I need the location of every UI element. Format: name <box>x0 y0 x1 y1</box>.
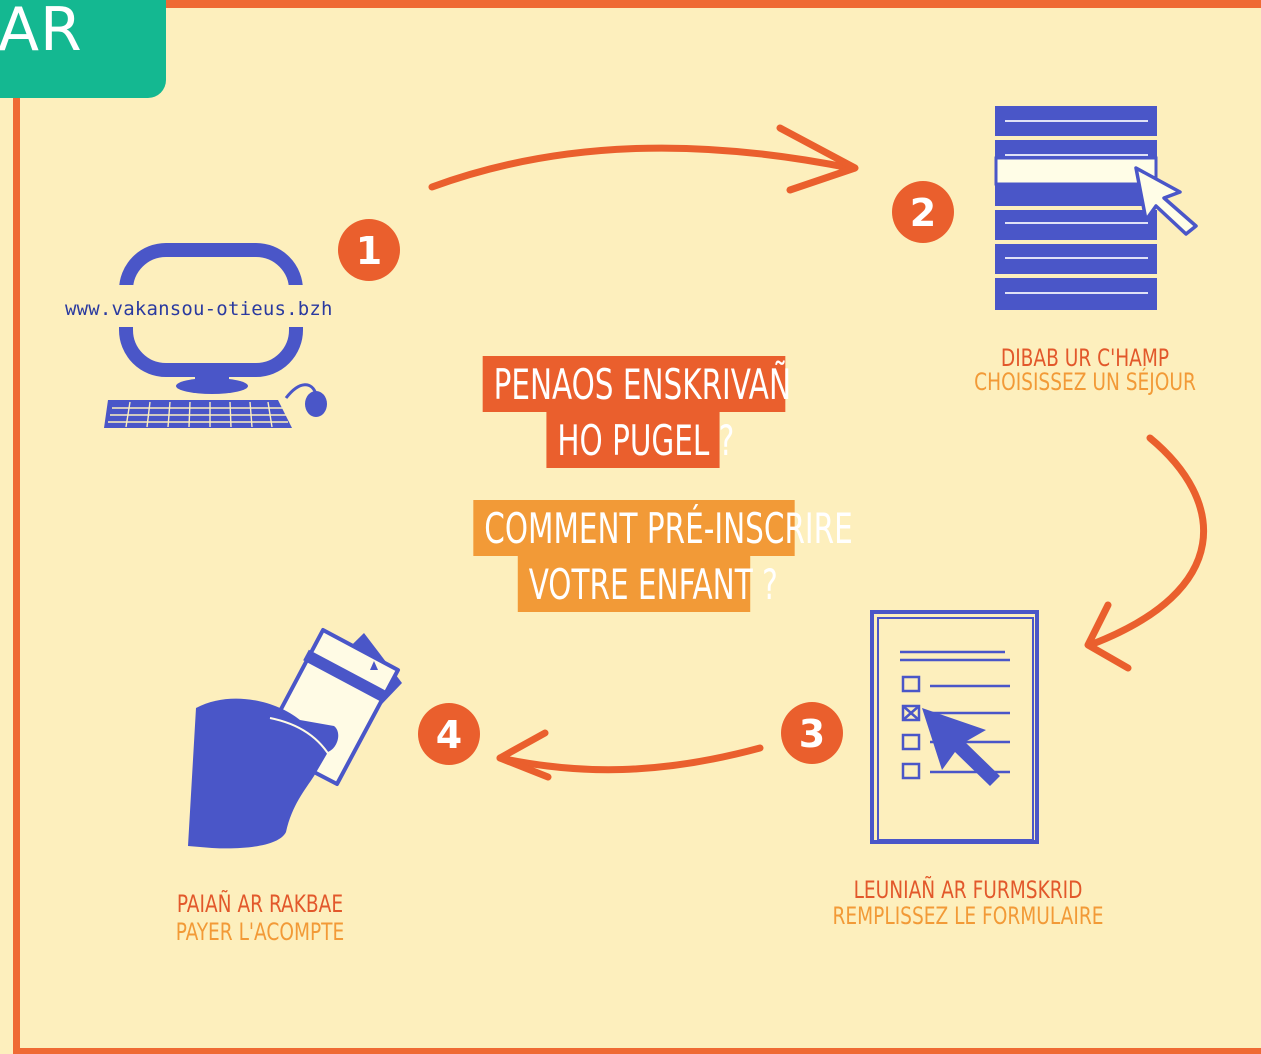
title-breton-line1: PENAOS ENSKRIVAÑ <box>482 356 791 412</box>
step-3-label-french: REMPLISSEZ LE FORMULAIRE <box>832 902 1104 930</box>
title-french-line1: COMMENT PRÉ-INSCRIRE <box>473 500 853 556</box>
step-4-label-french: PAYER L'ACOMPTE <box>175 918 345 946</box>
title-breton-line2: HO PUGEL ? <box>546 412 734 468</box>
step-number-2: 2 <box>910 191 936 235</box>
step-badge-3: 3 <box>781 702 843 764</box>
arrow-1-to-2 <box>428 124 859 194</box>
step-badge-1: 1 <box>338 219 400 281</box>
step-badge-4: 4 <box>418 703 480 765</box>
payment-card-icon <box>188 628 402 849</box>
computer-icon <box>55 243 375 428</box>
arrow-2-to-3 <box>1084 434 1207 672</box>
step-number-1: 1 <box>356 229 382 273</box>
step-number-4: 4 <box>436 713 462 757</box>
step-2-label-breton: DIBAB UR C'HAMP <box>1000 344 1170 372</box>
website-url: www.vakansou-otieus.bzh <box>65 298 333 320</box>
step-4-label-breton: PAIAÑ AR RAKBAE <box>176 890 344 918</box>
step-badge-2: 2 <box>892 181 954 243</box>
frame-bottom-border <box>13 1048 1261 1054</box>
step-number-3: 3 <box>799 712 825 756</box>
list-icon <box>994 106 1198 310</box>
step-2-label-french: CHOISISSEZ UN SÉJOUR <box>974 368 1196 396</box>
step-3-label-breton: LEUNIAÑ AR FURMSKRID <box>853 876 1083 904</box>
frame-left-border <box>13 0 20 1054</box>
title-french-line2: VOTRE ENFANT ? <box>517 556 778 612</box>
arrow-3-to-4 <box>496 729 764 781</box>
language-tab[interactable]: AR <box>0 0 166 98</box>
frame-top-border <box>0 0 1261 8</box>
language-tab-label: AR <box>0 0 83 65</box>
form-icon <box>870 610 1039 844</box>
